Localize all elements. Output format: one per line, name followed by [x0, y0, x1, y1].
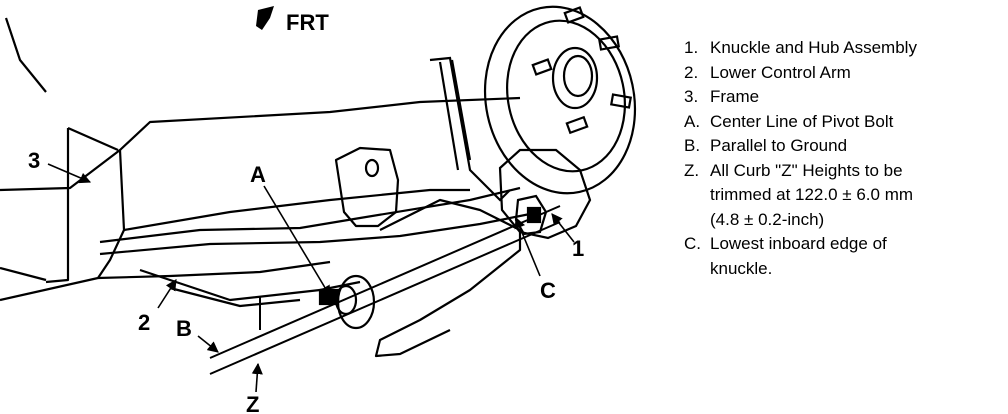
legend-item: 3. Frame: [684, 85, 1004, 110]
legend-item: B. Parallel to Ground: [684, 134, 1004, 159]
legend-text-line: Lowest inboard edge of: [710, 234, 887, 253]
reference-lines: [209, 205, 561, 375]
legend-text-line: knuckle.: [710, 258, 773, 278]
legend-text-line: Center Line of Pivot Bolt: [710, 111, 894, 131]
callout-3: 3: [28, 148, 40, 173]
legend-text: Parallel to Ground: [710, 134, 1004, 159]
legend-text: Center Line of Pivot Bolt: [710, 110, 1004, 135]
legend-text-line: trimmed at 122.0 ± 6.0 mm: [710, 185, 914, 204]
leader-b: [197, 335, 219, 353]
callout-1: 1: [572, 236, 584, 261]
legend-text: Knuckle and Hub Assembly: [710, 36, 1004, 61]
leader-1: [551, 213, 575, 243]
legend-key: 3.: [684, 87, 699, 106]
leader-a: [263, 185, 331, 297]
legend-text-line: (4.8 ± 0.2-inch): [710, 209, 825, 229]
legend-text: Lower Control Arm: [710, 61, 1004, 86]
legend-key: 2.: [684, 62, 699, 82]
front-direction-indicator: FRT: [256, 6, 329, 35]
front-label: FRT: [286, 10, 329, 35]
frame: [0, 17, 521, 302]
callout-a: A: [250, 162, 266, 187]
legend-text-line: Parallel to Ground: [710, 136, 848, 155]
callout-z: Z: [246, 392, 259, 414]
legend: 1. Knuckle and Hub Assembly 2. Lower Contro…: [684, 36, 1004, 281]
lower-control-arm: [99, 146, 531, 358]
callout-leaders: [47, 163, 575, 393]
legend-key: Z.: [684, 160, 700, 180]
legend-item: C. Lowest inboard edge of knuckle.: [684, 232, 1004, 281]
callout-2: 2: [138, 310, 150, 335]
legend-item: A. Center Line of Pivot Bolt: [684, 110, 1004, 135]
legend-key: B.: [684, 136, 701, 155]
legend-key: C.: [684, 234, 701, 253]
leader-3: [47, 163, 92, 184]
callout-c: C: [540, 278, 556, 303]
legend-key: 1.: [684, 38, 699, 57]
leader-z: [251, 362, 263, 393]
legend-text-line: All Curb "Z" Heights to be: [710, 160, 903, 180]
legend-text: Lowest inboard edge of knuckle.: [710, 232, 1004, 281]
legend-item: 1. Knuckle and Hub Assembly: [684, 36, 1004, 61]
legend-text-line: Frame: [710, 87, 760, 106]
callout-b: B: [176, 316, 192, 341]
legend-text-line: Lower Control Arm: [710, 62, 851, 82]
leader-c: [514, 216, 541, 277]
legend-key: A.: [684, 111, 701, 131]
legend-item: Z. All Curb "Z" Heights to be trimmed at 1…: [684, 159, 1004, 233]
legend-text-line: Knuckle and Hub Assembly: [710, 38, 917, 57]
front-arrow-icon: [256, 6, 274, 30]
leader-2: [157, 279, 177, 309]
knuckle-hub-assembly: [429, 5, 637, 240]
legend-text: All Curb "Z" Heights to be trimmed at 122…: [710, 159, 1004, 233]
legend-text: Frame: [710, 85, 1004, 110]
callout-labels: 3 A 2 B Z C 1: [28, 148, 584, 414]
legend-item: 2. Lower Control Arm: [684, 61, 1004, 86]
